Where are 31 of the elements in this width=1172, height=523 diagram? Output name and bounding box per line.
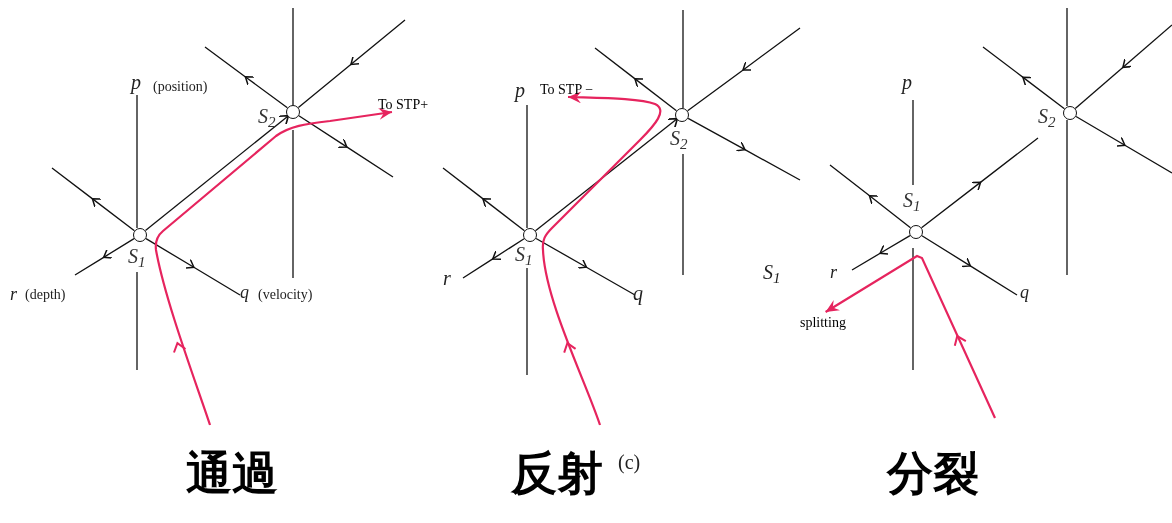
panel-title: 分裂 xyxy=(887,450,979,496)
axis-label: r xyxy=(443,268,451,288)
axis-label: (position) xyxy=(153,80,208,94)
axis-label: p xyxy=(515,80,525,100)
axis-label: (depth) xyxy=(25,288,66,302)
axis-label: p xyxy=(131,72,141,92)
trajectory-label: To STP+ xyxy=(378,92,448,112)
axis-label: (c) xyxy=(618,452,641,472)
trajectory-arrow xyxy=(144,114,290,232)
trajectory-arrow xyxy=(541,91,662,426)
axis-label: p xyxy=(902,72,912,92)
point-label: S$_{1}$ xyxy=(515,244,533,264)
trajectory-arrow xyxy=(534,117,679,232)
axis-label: (velocity) xyxy=(258,288,313,302)
panel-title: 反射 xyxy=(511,450,603,496)
trajectory-label: To STP − xyxy=(540,76,620,97)
point-label: S$_{2}$ xyxy=(670,128,688,148)
axis-label: S$_{1}$ xyxy=(763,262,781,282)
point-label: S$_{2}$ xyxy=(1038,106,1056,126)
axis-label: q xyxy=(1020,283,1029,301)
axis-label: q xyxy=(633,283,643,303)
point-label: S$_{2}$ xyxy=(258,106,276,126)
point-label: S$_{1}$ xyxy=(903,190,921,210)
axis-label: r xyxy=(10,285,17,303)
axis-label: q xyxy=(240,283,249,301)
trajectory-arrow xyxy=(825,254,996,419)
panel-title: 通過 xyxy=(186,450,278,496)
point-label: S$_{1}$ xyxy=(128,246,146,266)
trajectory-label: splitting xyxy=(800,312,864,330)
trajectory-arrow xyxy=(154,107,393,426)
axis-label: r xyxy=(830,263,837,281)
